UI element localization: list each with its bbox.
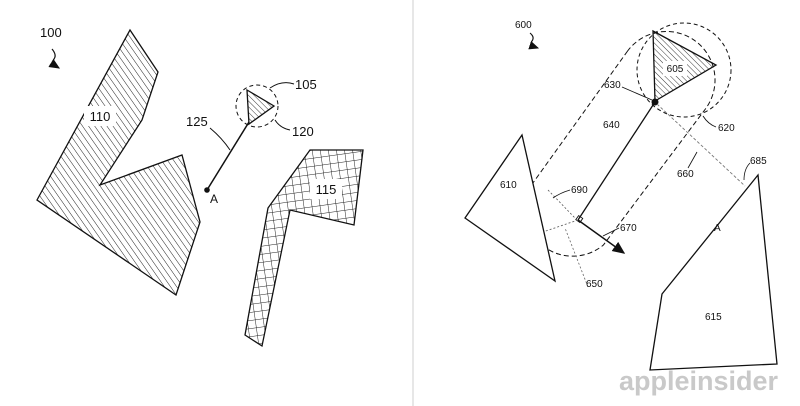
avatar-105-leader	[269, 82, 295, 89]
avatar-radius-circle	[235, 84, 279, 128]
line-650-leader	[564, 227, 589, 288]
line-650-label: 650	[586, 279, 603, 290]
axis-640-line	[577, 101, 656, 221]
figure-100: 100 110 115 105 120 A 125	[36, 25, 364, 348]
figure-100-pointer-arrow	[48, 48, 61, 69]
capsule-620-leader	[702, 115, 717, 128]
shape-615-label: 615	[705, 312, 722, 323]
avatar-605-label: 605	[667, 64, 684, 75]
avatar-605-label-bg	[663, 61, 687, 76]
point-630-label: 630	[604, 80, 621, 91]
arc-690-label: 690	[571, 185, 588, 196]
shape-115-label-bg	[310, 179, 342, 199]
distance-660-label: 660	[677, 169, 694, 180]
shape-610	[464, 133, 557, 283]
shape-110-label-bg	[84, 106, 116, 126]
distance-660-leader	[687, 151, 698, 169]
right-angle-marker	[575, 214, 584, 224]
arc-690-leader	[552, 189, 571, 199]
circle-120-leader	[274, 119, 291, 131]
shape-610-label: 610	[500, 180, 517, 191]
corner-685-leader	[743, 162, 751, 181]
point-a-right-label: A	[714, 223, 721, 234]
shape-115-label: 115	[316, 182, 337, 197]
capsule-620-label: 620	[718, 123, 735, 134]
shape-110-label: 110	[90, 109, 111, 124]
figure-600-pointer-arrow	[528, 32, 540, 50]
point-a-dot	[204, 187, 210, 193]
vector-125-label: 125	[186, 114, 208, 129]
corner-685-label: 685	[750, 156, 767, 167]
dotted-line-650	[539, 219, 579, 234]
direction-670-arrow	[577, 219, 626, 254]
avatar-105	[246, 88, 276, 126]
vector-125-leader	[209, 127, 231, 151]
shape-615	[649, 173, 778, 371]
figure-100-number: 100	[40, 25, 62, 40]
shape-110	[36, 28, 201, 297]
direction-670-label: 670	[620, 223, 637, 234]
appleinsider-watermark: appleinsider	[619, 366, 779, 396]
distance-660-line	[656, 103, 746, 187]
direction-670-leader	[602, 227, 620, 237]
shape-115	[244, 149, 364, 348]
circle-120-label: 120	[292, 124, 314, 139]
point-630-leader	[621, 86, 653, 101]
point-630-dot	[651, 98, 659, 106]
arc-690-pointer	[547, 189, 576, 219]
vector-125-line	[206, 121, 250, 191]
axis-640-label: 640	[603, 120, 620, 131]
point-a-label: A	[210, 192, 218, 206]
figure-600-number: 600	[515, 20, 532, 31]
avatar-105-label: 105	[295, 77, 317, 92]
avatar-605-radius-circle	[636, 22, 732, 118]
figure-600: 600 605 630 640 670 690 650 620 660 68	[464, 20, 778, 371]
